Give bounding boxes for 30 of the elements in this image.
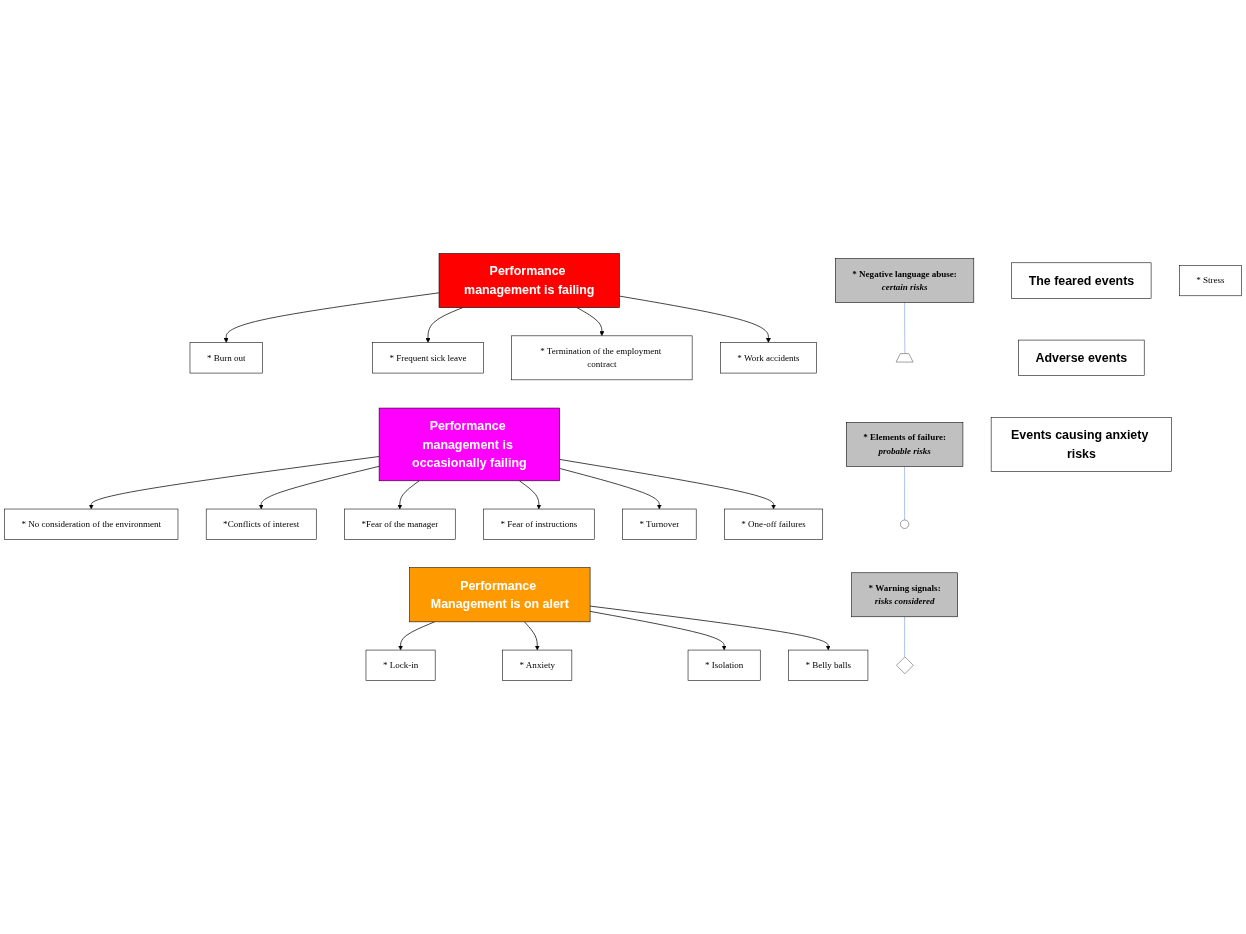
node-box: * Isolation: [687, 649, 761, 681]
node-box: * Stress: [1179, 265, 1242, 297]
node-box: * Anxiety: [502, 649, 573, 681]
node-pentagon: [895, 353, 914, 363]
node-box: * One-off failures: [724, 508, 823, 540]
connector: [904, 302, 906, 355]
node-box: * Belly balls: [788, 649, 869, 681]
node-box: Performance management is occasionally failing: [378, 407, 560, 482]
node-box: * Elements of failure: probable risks: [846, 422, 964, 467]
node-box: *Conflicts of interest: [205, 508, 317, 540]
node-box: * Negative language abuse: certain risks: [835, 258, 975, 303]
connector: [904, 616, 905, 658]
node-box: Performance management is failing: [438, 253, 620, 308]
node-box: * Burn out: [189, 342, 263, 374]
node-box: * Work accidents: [720, 342, 817, 374]
node-box: *Fear of the manager: [344, 508, 456, 540]
node-box: * Lock-in: [365, 649, 436, 681]
node-circle: [900, 519, 910, 529]
node-diamond: [896, 656, 914, 675]
node-box: Adverse events: [1018, 339, 1145, 376]
node-box: * Fear of instructions: [483, 508, 595, 540]
node-box: Events causing anxiety risks: [990, 417, 1172, 472]
node-box: * No consideration of the environment: [4, 508, 179, 540]
node-box: Performance Management is on alert: [409, 567, 591, 623]
node-box: * Warning signals: risks considered: [851, 572, 958, 618]
node-box: * Frequent sick leave: [372, 342, 484, 374]
node-box: The feared events: [1011, 262, 1152, 299]
connector: [904, 466, 905, 521]
node-box: * Turnover: [622, 508, 697, 540]
node-box: * Termination of the employment contract: [511, 335, 693, 381]
